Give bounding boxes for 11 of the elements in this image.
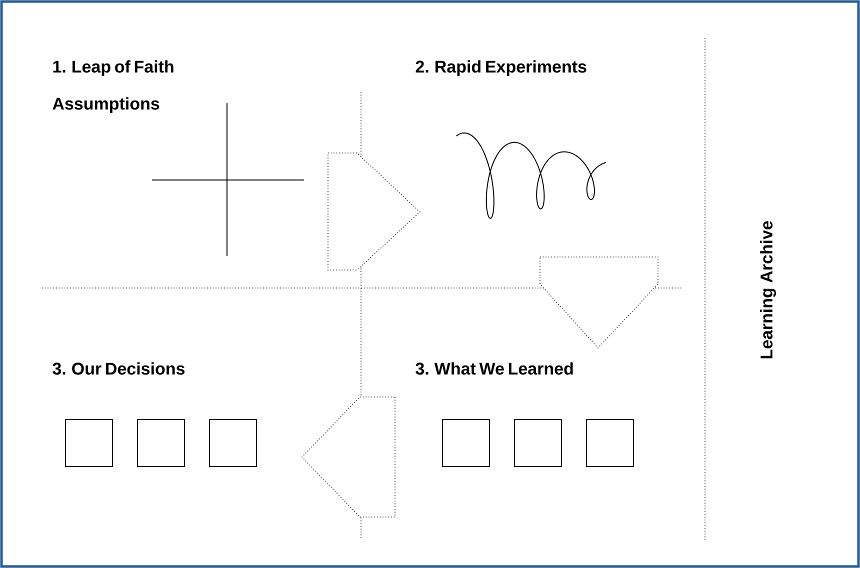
square-box xyxy=(586,419,634,467)
square-box xyxy=(65,419,113,467)
square-box xyxy=(209,419,257,467)
heading: 1. Leap of Faith Assumptions xyxy=(52,60,174,114)
heading: 3. Our Decisions xyxy=(52,362,185,375)
square-box xyxy=(514,419,562,467)
heading: 3. What We Learned xyxy=(416,362,573,375)
heading: 2. Rapid Experiments xyxy=(416,60,586,76)
square-box xyxy=(442,419,490,467)
side-heading: Learning Archive xyxy=(760,221,776,358)
square-box xyxy=(137,419,185,467)
